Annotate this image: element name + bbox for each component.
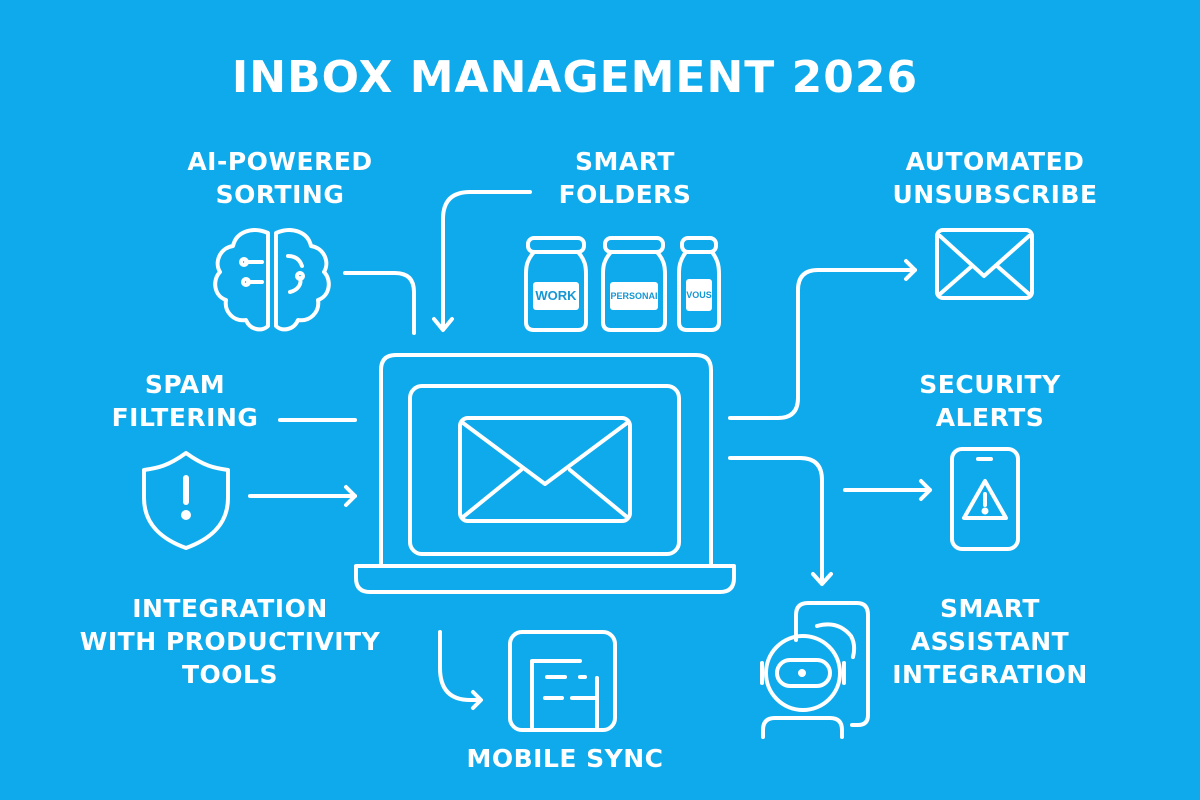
shield-alert-icon (142, 451, 230, 550)
label-line: MOBILE SYNC (466, 744, 664, 773)
robot-assistant-icon (760, 601, 870, 739)
label-line: SPAM (144, 370, 226, 399)
jar-label-personal: PERSONAI (610, 282, 658, 310)
laptop-mail-icon (354, 353, 736, 594)
label-line: TOOLS (182, 660, 278, 689)
label-line: INTEGRATION (892, 660, 1088, 689)
label-line: AI-POWERED (187, 147, 373, 176)
label-mobile-sync: MOBILE SYNC (450, 742, 680, 775)
label-line: SMART (940, 594, 1040, 623)
page-title: INBOX MANAGEMENT 2026 (231, 52, 919, 103)
label-line: SORTING (215, 180, 345, 209)
label-line: ALERTS (935, 403, 1045, 432)
jars-icon (524, 236, 721, 332)
label-line: SMART (575, 147, 675, 176)
phone-warning-icon (950, 447, 1020, 551)
brain-circuit-icon (213, 228, 331, 332)
label-smart-assistant: SMART ASSISTANT INTEGRATION (880, 592, 1100, 691)
connector-unsubscribe (728, 268, 917, 420)
label-productivity-integration: INTEGRATION WITH PRODUCTIVITY TOOLS (60, 592, 400, 691)
label-line: WITH PRODUCTIVITY (79, 627, 381, 656)
label-security-alerts: SECURITY ALERTS (900, 368, 1080, 434)
connector-assistant (728, 456, 824, 585)
label-line: SECURITY (919, 370, 1061, 399)
jar-label-work: WORK (533, 282, 579, 310)
connector-ai-sorting (343, 271, 416, 335)
label-line: FILTERING (111, 403, 259, 432)
connector-mobile-sync (438, 630, 482, 702)
label-automated-unsubscribe: AUTOMATED UNSUBSCRIBE (880, 145, 1110, 211)
label-line: INTEGRATION (132, 594, 328, 623)
label-smart-folders: SMART FOLDERS (530, 145, 720, 211)
label-line: FOLDERS (558, 180, 692, 209)
document-window-icon (508, 630, 617, 732)
label-line: AUTOMATED (905, 147, 1085, 176)
jar-label-vous: VOUS (686, 279, 712, 311)
connector-smart-folders (441, 190, 532, 330)
envelope-icon (935, 228, 1034, 300)
label-spam-filtering: SPAM FILTERING (100, 368, 270, 434)
label-ai-sorting: AI-POWERED SORTING (170, 145, 390, 211)
label-line: ASSISTANT (910, 627, 1070, 656)
label-line: UNSUBSCRIBE (892, 180, 1098, 209)
